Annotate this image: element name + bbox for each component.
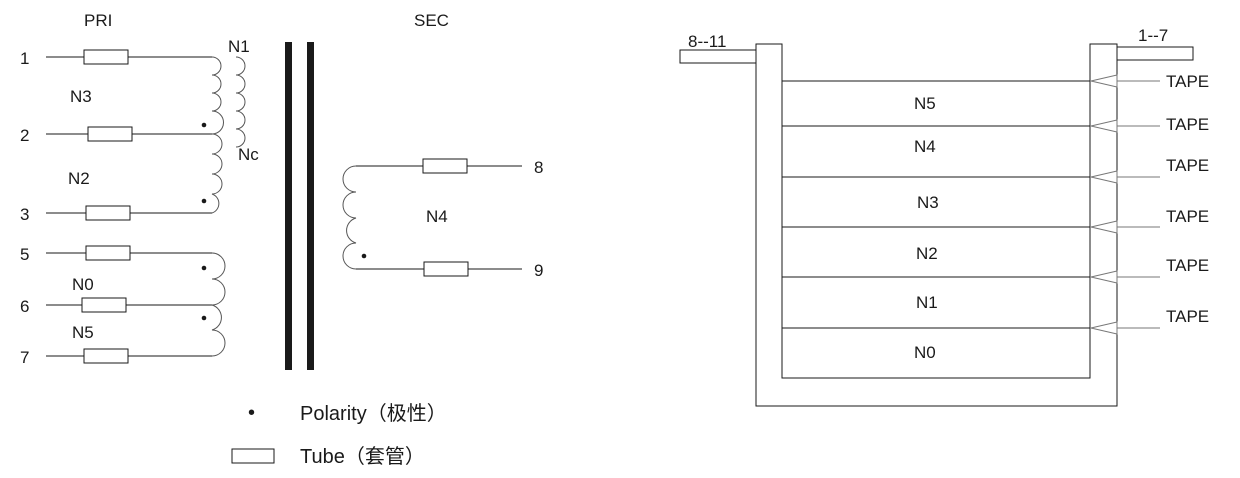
left-pins-label: 8--11 [688,32,726,51]
tube-1 [83,49,129,65]
pin-7-label: 7 [20,348,29,367]
pin-1-label: 1 [20,49,29,68]
pin-2-label: 2 [20,126,29,145]
secondary-coil [342,165,357,270]
layer-label: N4 [914,137,936,156]
tape-label: TAPE [1166,307,1209,326]
primary-coil-lower [211,252,226,357]
nc-coil [235,56,246,148]
schematic: PRI SEC 1 2 3 5 6 7 N1 N3 [20,11,543,370]
tape-arrow-icon [1090,321,1118,335]
tape-arrow-icon [1090,170,1118,184]
tape-arrow-icon [1090,220,1118,234]
winding-stack: 8--11 1--7 N5 N4 N3 N2 N1 N0 TAPE TAPE T… [679,26,1209,407]
tube-3 [85,205,131,221]
tape-label: TAPE [1166,115,1209,134]
legend: • Polarity（极性） Tube（套管） [231,402,447,468]
legend-tube-text: Tube（套管） [300,445,425,468]
right-pins-label: 1--7 [1138,26,1168,45]
core-bar-right [307,42,314,370]
bobbin-outline [755,43,1118,407]
winding-nc-label: Nc [238,145,259,164]
primary-leads: 1 2 3 5 6 7 [20,49,212,367]
winding-n2-label: N2 [68,169,90,188]
pin-bar-left [679,49,757,64]
pin-8-label: 8 [534,158,543,177]
primary-coil-upper [211,56,224,214]
layer-label: N2 [916,244,938,263]
polarity-dot-n2 [201,198,207,204]
sec-label: SEC [414,11,449,30]
pin-bar-right [1116,46,1194,61]
tube-7 [83,348,129,364]
legend-tube-symbol [231,448,275,464]
winding-n1-label: N1 [228,37,250,56]
tube-5 [85,245,131,261]
tube-9 [423,261,469,277]
tube-6 [81,297,127,313]
pri-label: PRI [84,11,112,30]
polarity-dot-n4 [361,253,367,259]
legend-polarity-text: Polarity（极性） [300,402,447,425]
layer-label: N0 [914,343,936,362]
core-bar-left [285,42,292,370]
pin-3-label: 3 [20,205,29,224]
tape-label: TAPE [1166,72,1209,91]
layer-label: N1 [916,293,938,312]
winding-n0-label: N0 [72,275,94,294]
winding-n5-label: N5 [72,323,94,342]
pin-6-label: 6 [20,297,29,316]
layer-label: N3 [917,193,939,212]
tape-arrow-icon [1090,270,1118,284]
pin-9-label: 9 [534,261,543,280]
polarity-dot-n0 [201,265,207,271]
polarity-dot-n5 [201,315,207,321]
tape-label: TAPE [1166,156,1209,175]
tube-2 [87,126,133,142]
tape-label: TAPE [1166,256,1209,275]
polarity-dot-n3 [201,122,207,128]
winding-n4-label: N4 [426,207,448,226]
tube-8 [422,158,468,174]
tape-arrow-icon [1090,119,1118,133]
tape-arrow-icon [1090,74,1118,88]
winding-n3-label: N3 [70,87,92,106]
layer-label: N5 [914,94,936,113]
tape-label: TAPE [1166,207,1209,226]
pin-5-label: 5 [20,245,29,264]
legend-polarity-dot: • [248,402,255,424]
